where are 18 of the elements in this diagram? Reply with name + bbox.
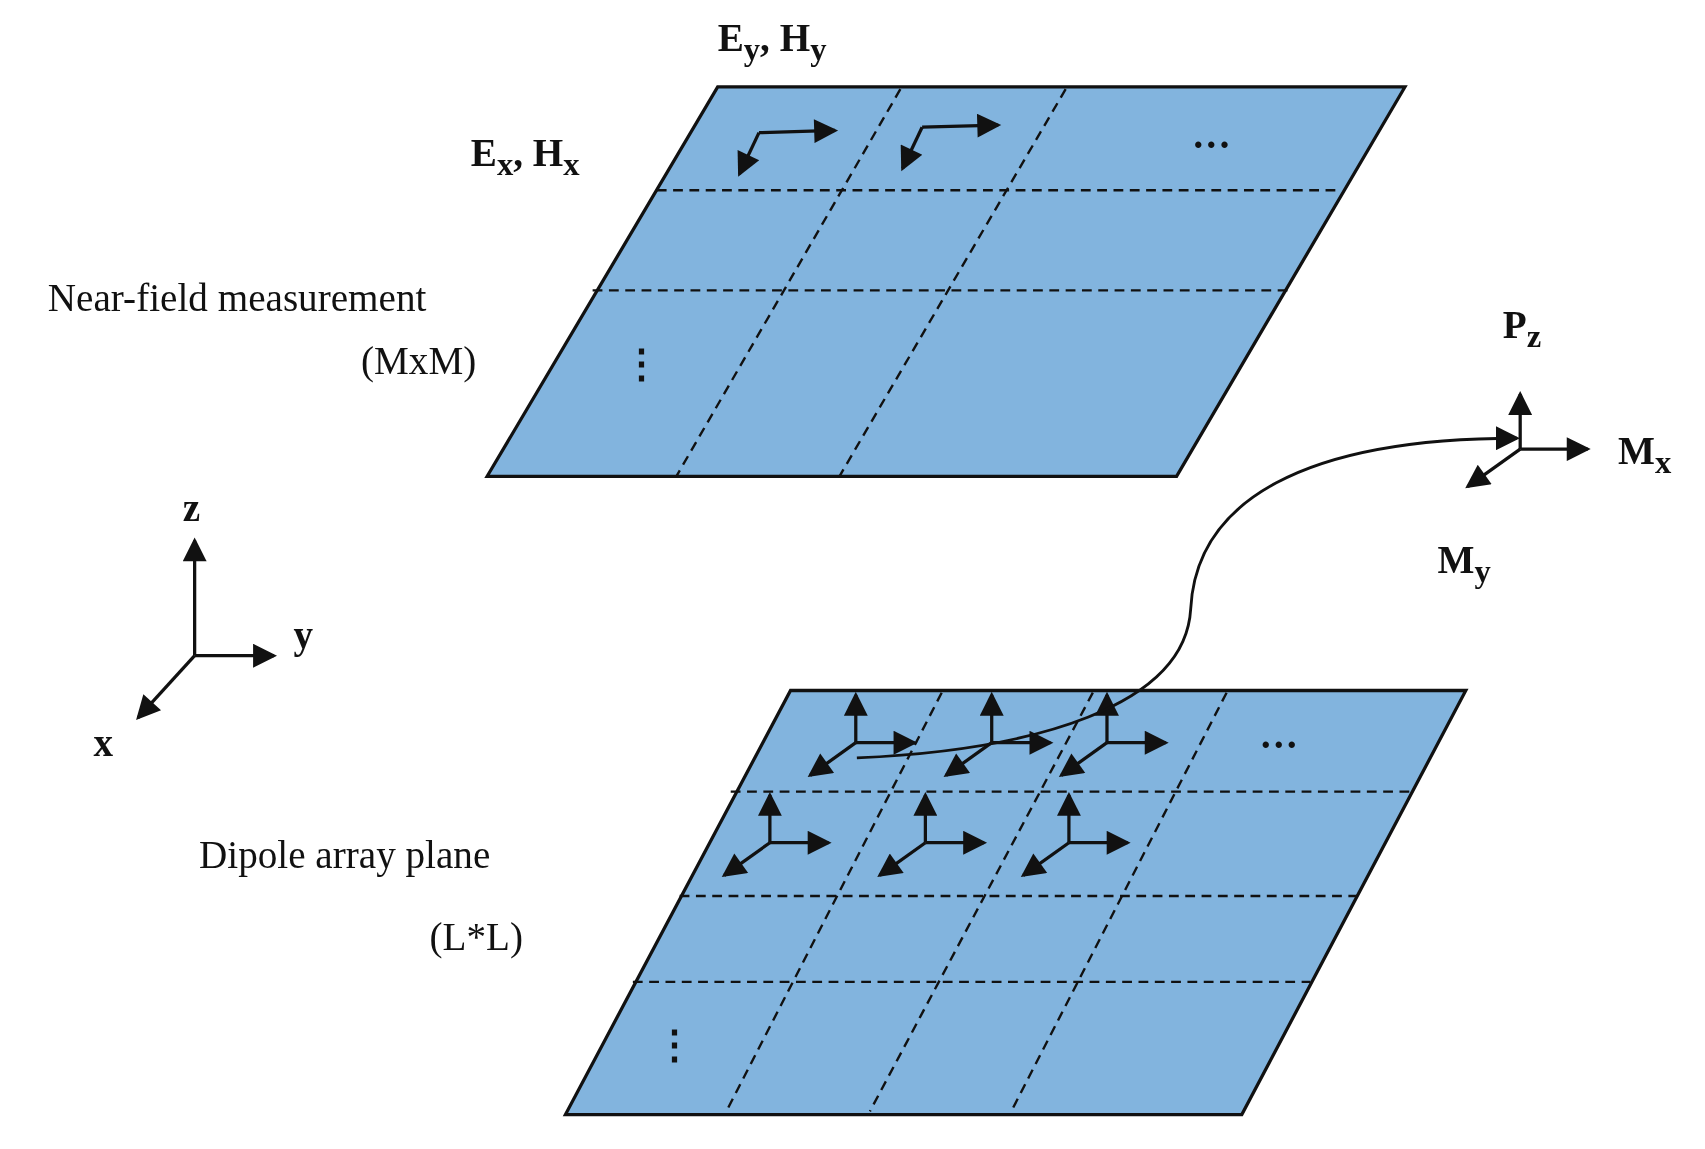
curved-arrow <box>856 426 1520 760</box>
axis-label: z <box>182 487 201 531</box>
ellipsis: ⋮ <box>654 1024 694 1068</box>
field-label: E$_{x}$, H$_{x}$ <box>470 132 580 182</box>
plane-label: Near-field measurement <box>47 277 427 321</box>
axis-label: y <box>293 614 314 658</box>
field-label: E$_{y}$, H$_{y}$ <box>717 17 827 67</box>
ellipsis: ⋮ <box>622 343 662 387</box>
axis-label: M$_{y}$ <box>1437 539 1491 589</box>
axis-label: P$_{z}$ <box>1502 304 1542 354</box>
plane-size-label: (MxM) <box>361 340 477 384</box>
dipole-icon <box>807 691 918 778</box>
ellipsis: ··· <box>1191 123 1231 167</box>
ellipsis: ··· <box>1259 724 1299 768</box>
plane-size-label: (L*L) <box>429 916 523 960</box>
axis-label: x <box>93 722 114 766</box>
plane-label: Dipole array plane <box>199 834 491 878</box>
axis-label: M$_{x}$ <box>1618 430 1672 480</box>
